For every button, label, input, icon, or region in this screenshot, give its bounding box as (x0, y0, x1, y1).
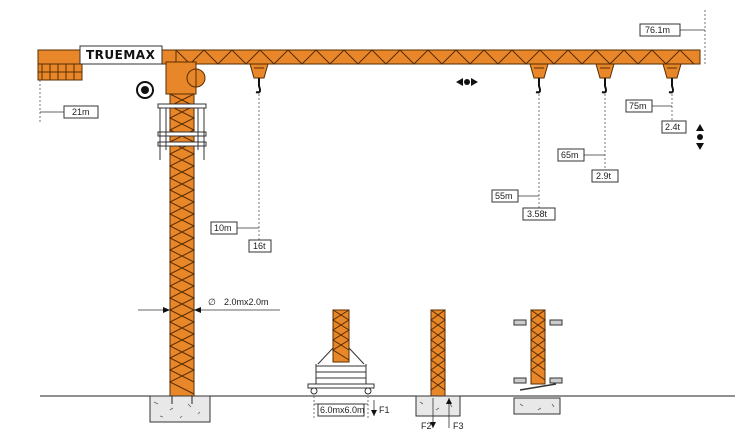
base-size-label: 6.0mx6.0m (320, 405, 365, 415)
force-f1-label: F1 (379, 405, 390, 415)
hook-65m (595, 63, 615, 94)
hook4-radius-label: 75m (629, 101, 647, 111)
hook2-radius-label: 55m (495, 191, 513, 201)
hook3-load-label: 2.9t (596, 171, 612, 181)
hook-10m (249, 63, 269, 94)
climbing-frame (157, 103, 207, 160)
mast-section-label: 2.0mx2.0m (224, 297, 269, 307)
brand-plate (79, 45, 163, 65)
height-label: 76.1m (645, 25, 670, 35)
up-down-arrows-icon (696, 124, 704, 150)
counter-jib-label: 21m (72, 107, 90, 117)
left-right-arrows-icon (456, 78, 478, 86)
force-f2-label: F2 (421, 421, 432, 431)
target-icon (136, 81, 154, 99)
hook3-radius-label: 65m (561, 150, 579, 160)
fixed-anchor-base (415, 309, 461, 428)
main-foundation (149, 395, 211, 423)
force-f3-label: F3 (453, 421, 464, 431)
climbing-base (513, 309, 563, 415)
hook1-radius-label: 10m (214, 223, 232, 233)
hook-55m (529, 63, 549, 94)
hook1-load-label: 16t (253, 241, 266, 251)
hook-75m (662, 63, 682, 94)
hook2-load-label: 3.58t (527, 209, 548, 219)
hook4-load-label: 2.4t (665, 122, 681, 132)
brand-name: TRUEMAX (86, 48, 156, 62)
chassis-base (307, 309, 377, 418)
svg-text:∅: ∅ (208, 297, 216, 307)
mast-section-dimension: ∅ (138, 297, 280, 313)
jib (175, 49, 701, 65)
mast (168, 93, 196, 397)
